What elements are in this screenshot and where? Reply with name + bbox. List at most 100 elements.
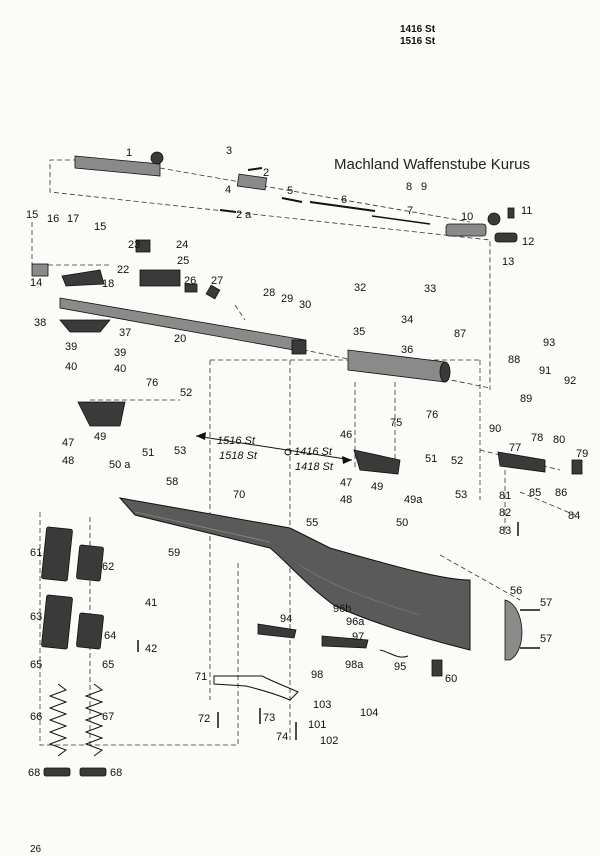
part-label: 17 <box>67 213 79 225</box>
part-label: 53 <box>455 489 467 501</box>
part-label: 30 <box>299 299 311 311</box>
part-label: 26 <box>184 275 196 287</box>
part-label: 52 <box>180 387 192 399</box>
trigger-housing-part <box>497 451 546 473</box>
part-label: 20 <box>174 333 186 345</box>
part-label: 85 <box>529 487 541 499</box>
part-label: 94 <box>280 613 292 625</box>
part-79 <box>571 459 583 475</box>
part-22 <box>139 269 181 287</box>
part-label: 51 <box>142 447 154 459</box>
part-label: 96a <box>346 616 365 628</box>
striker-rod-part <box>371 215 431 225</box>
part-label: 65 <box>102 659 114 671</box>
part-label: 42 <box>145 643 157 655</box>
magazine-spring-66 <box>48 683 68 757</box>
trigger-part-18 <box>61 269 105 287</box>
part-label: 29 <box>281 293 293 305</box>
part-label: 78 <box>531 432 543 444</box>
part-label: 33 <box>424 283 436 295</box>
magazine-floorplate-left <box>43 767 71 777</box>
part-label: 37 <box>119 327 131 339</box>
magazine-housing-part <box>59 319 111 333</box>
part-label: 40 <box>114 363 126 375</box>
part-label: 47 <box>62 437 74 449</box>
part-label: 87 <box>454 328 466 340</box>
magazine-62 <box>76 544 104 582</box>
part-label: 61 <box>30 547 42 559</box>
part-label: 14 <box>30 277 42 289</box>
part-label: 63 <box>30 611 42 623</box>
part-label: 97 <box>352 631 364 643</box>
part-label: 28 <box>263 287 275 299</box>
part-label: 98 <box>311 669 323 681</box>
part-label: 2 a <box>236 209 252 221</box>
part-label: 18 <box>102 278 114 290</box>
part-label: 35 <box>353 326 365 338</box>
variant-label-right-bottom: 1418 St <box>295 461 334 473</box>
part-label: 41 <box>145 597 157 609</box>
magazine-63 <box>41 594 73 650</box>
part-label: 88 <box>508 354 520 366</box>
magazine-floorplate-right <box>79 767 107 777</box>
part-label: 49 <box>94 431 106 443</box>
trigger-guard-left-part <box>77 401 126 427</box>
part-label: 70 <box>233 489 245 501</box>
part-label: 51 <box>425 453 437 465</box>
part-label: 9 <box>421 181 427 193</box>
part-label: 12 <box>522 236 534 248</box>
part-label: 72 <box>198 713 210 725</box>
part-label: 27 <box>211 275 223 287</box>
part-label: 1 <box>126 147 132 159</box>
part-label: 82 <box>499 507 511 519</box>
model-variant-arrow <box>195 432 353 464</box>
part-label: 4 <box>225 184 231 196</box>
part-label: 84 <box>568 510 580 522</box>
part-number-labels: 1 2 2 a 3 4 5 6 7 8 9 10 11 12 13 14 15 … <box>26 145 588 779</box>
part-label: 39 <box>65 341 77 353</box>
pin-part <box>247 167 263 171</box>
part-label: 48 <box>62 455 74 467</box>
part-label: 104 <box>360 707 378 719</box>
screws <box>137 522 540 740</box>
part-label: 56 <box>510 585 522 597</box>
receiver-part <box>347 349 451 383</box>
part-label: 36 <box>401 344 413 356</box>
part-label: 101 <box>308 719 326 731</box>
dealer-watermark: Machland Waffenstube Kurus <box>334 156 530 173</box>
part-label: 10 <box>461 211 473 223</box>
part-label: 38 <box>34 317 46 329</box>
part-label: 23 <box>128 239 140 251</box>
part-label: 75 <box>390 417 402 429</box>
spring-part <box>281 197 303 203</box>
part-label: 59 <box>168 547 180 559</box>
part-label: 55 <box>306 517 318 529</box>
part-label: 60 <box>445 673 457 685</box>
part-label: 103 <box>313 699 331 711</box>
part-label: 49a <box>404 494 423 506</box>
part-label: 47 <box>340 477 352 489</box>
part-label: 57 <box>540 633 552 645</box>
part-label: 81 <box>499 490 511 502</box>
part-label: 50 a <box>109 459 131 471</box>
part-label: 58 <box>166 476 178 488</box>
part-label: 92 <box>564 375 576 387</box>
variant-label-right-top: 1416 St <box>294 446 333 458</box>
part-label: 7 <box>407 205 413 217</box>
part-label: 77 <box>509 442 521 454</box>
magazine-64 <box>76 612 104 650</box>
part-label: 15 <box>26 209 38 221</box>
part-label: 98a <box>345 659 364 671</box>
part-label: 68 <box>110 767 122 779</box>
trigger-guard-right-part <box>353 449 401 475</box>
part-27 <box>205 284 221 300</box>
part-label: 86 <box>555 487 567 499</box>
part-label: 46 <box>340 429 352 441</box>
part-label: 25 <box>177 255 189 267</box>
bolt-sleeve-part <box>236 173 268 191</box>
pin-2a-part <box>219 209 237 213</box>
barrel-part <box>59 297 307 355</box>
part-97 <box>321 635 369 649</box>
part-label: 68 <box>28 767 40 779</box>
